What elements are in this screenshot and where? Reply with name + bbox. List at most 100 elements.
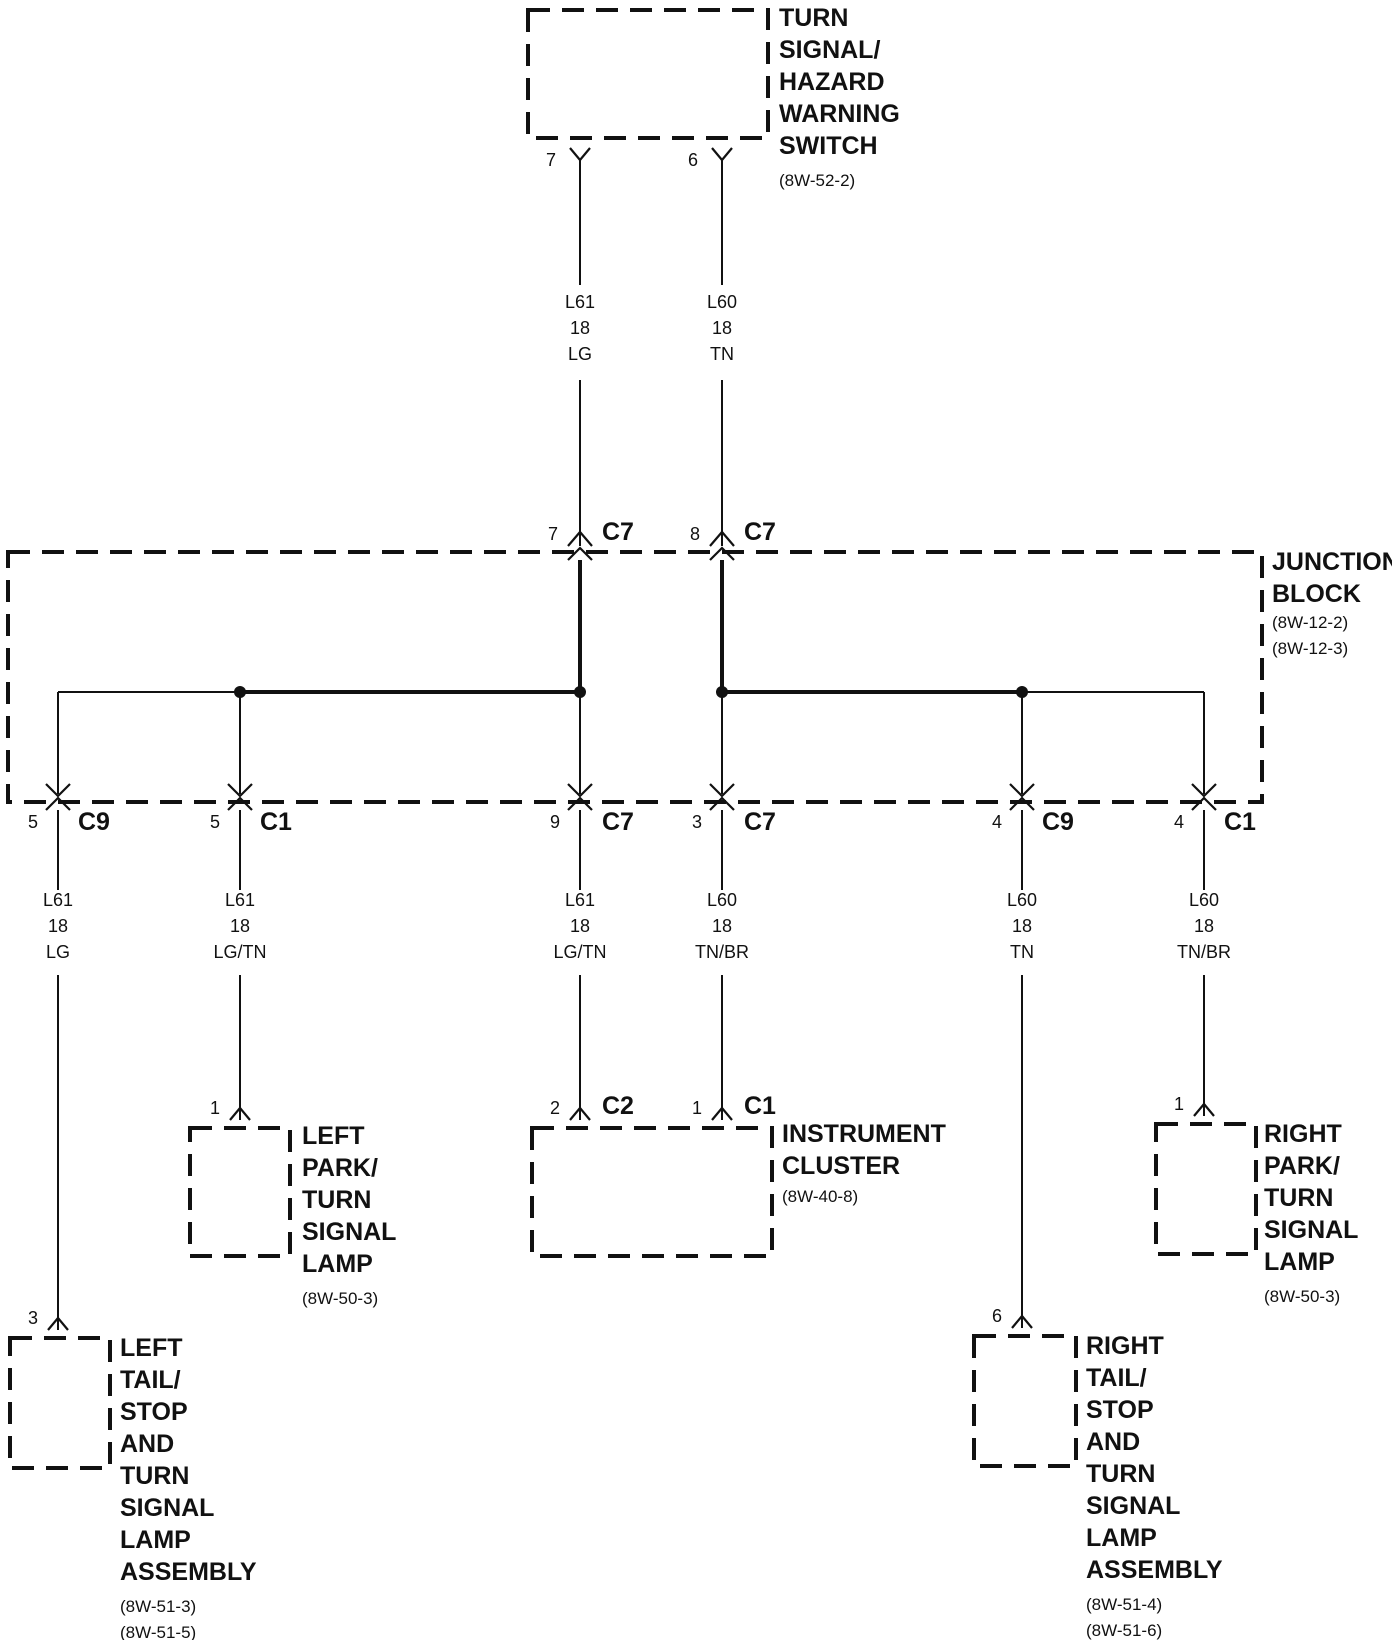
component-name-line: SIGNAL xyxy=(120,1494,214,1522)
component-reference: (8W-51-5) xyxy=(120,1623,196,1640)
component-reference: (8W-12-2) xyxy=(1272,613,1348,632)
connector-symbol xyxy=(709,783,735,798)
pin-number: 3 xyxy=(28,1308,38,1328)
pin-number: 4 xyxy=(992,812,1002,832)
right-tail-lamp-label: RIGHTTAIL/STOPANDTURNSIGNALLAMPASSEMBLY(… xyxy=(1086,1332,1223,1640)
component-name-line: TURN xyxy=(120,1462,189,1490)
component-name-line: SIGNAL xyxy=(1086,1492,1180,1520)
component-name-line: BLOCK xyxy=(1272,580,1361,608)
instrument-cluster-box xyxy=(530,1126,774,1258)
component-name-line: JUNCTION xyxy=(1272,548,1392,576)
connector-name: C9 xyxy=(1042,808,1074,836)
splice-dot xyxy=(716,686,728,698)
connector-symbol xyxy=(227,783,253,798)
pin-number: 3 xyxy=(692,812,702,832)
wire-color: TN xyxy=(710,344,734,364)
component-name-line: LAMP xyxy=(302,1250,373,1278)
wire-gauge: 18 xyxy=(570,916,590,936)
connector-symbol xyxy=(567,796,593,811)
connector-symbol xyxy=(569,1106,591,1121)
connector-symbol xyxy=(567,546,593,561)
wire-color: LG/TN xyxy=(553,942,606,962)
wire-color: TN/BR xyxy=(1177,942,1231,962)
wire-circuit: L60 xyxy=(1007,890,1037,910)
connector-symbol xyxy=(227,796,253,811)
component-name-line: WARNING xyxy=(779,100,900,128)
pin-number: 8 xyxy=(690,524,700,544)
right-tail-lamp-box xyxy=(972,1334,1078,1468)
component-reference: (8W-50-3) xyxy=(302,1289,378,1308)
pin-number: 6 xyxy=(688,150,698,170)
wire-gauge: 18 xyxy=(570,318,590,338)
connector-name: C2 xyxy=(602,1092,634,1120)
component-name-line: PARK/ xyxy=(1264,1152,1340,1180)
connector-symbol xyxy=(229,1106,251,1121)
component-name-line: SIGNAL xyxy=(302,1218,396,1246)
connector-symbol xyxy=(1191,796,1217,811)
wire-gauge: 18 xyxy=(230,916,250,936)
wire-circuit: L61 xyxy=(225,890,255,910)
junction-block-box xyxy=(6,550,1264,804)
component-name-line: ASSEMBLY xyxy=(1086,1556,1223,1584)
junction-block-label: JUNCTION BLOCK (8W-12-2) (8W-12-3) xyxy=(1272,548,1392,658)
component-reference: (8W-51-4) xyxy=(1086,1595,1162,1614)
component-name-line: AND xyxy=(1086,1428,1140,1456)
connector-name: C7 xyxy=(744,518,776,546)
connector-symbol xyxy=(1009,783,1035,798)
component-name-line: RIGHT xyxy=(1264,1120,1342,1148)
wire-gauge: 18 xyxy=(712,318,732,338)
component-name-line: SIGNAL xyxy=(1264,1216,1358,1244)
component-reference: (8W-40-8) xyxy=(782,1187,858,1206)
component-name-line: STOP xyxy=(1086,1396,1154,1424)
connector-name: C1 xyxy=(260,808,292,836)
wire-gauge: 18 xyxy=(1194,916,1214,936)
connector-symbol xyxy=(567,783,593,798)
connector-symbol xyxy=(711,1106,733,1121)
wire-color: TN/BR xyxy=(695,942,749,962)
wire-circuit: L60 xyxy=(707,890,737,910)
left-tail-lamp-label: LEFTTAIL/STOPANDTURNSIGNALLAMPASSEMBLY(8… xyxy=(120,1334,257,1640)
component-name-line: TURN xyxy=(1086,1460,1155,1488)
right-park-lamp-box xyxy=(1154,1122,1258,1256)
pin-number: 6 xyxy=(992,1306,1002,1326)
splice-dot xyxy=(234,686,246,698)
component-reference: (8W-12-3) xyxy=(1272,639,1348,658)
connector-name: C7 xyxy=(744,808,776,836)
component-name-line: LEFT xyxy=(302,1122,365,1150)
connector-name: C9 xyxy=(78,808,110,836)
component-name-line: CLUSTER xyxy=(782,1152,900,1180)
wire-gauge: 18 xyxy=(1012,916,1032,936)
component-name-line: TAIL/ xyxy=(1086,1364,1147,1392)
wire-circuit: L61 xyxy=(43,890,73,910)
component-name-line: ASSEMBLY xyxy=(120,1558,257,1586)
component-reference: (8W-51-3) xyxy=(120,1597,196,1616)
wire-circuit: L61 xyxy=(565,292,595,312)
hazard-switch-box xyxy=(526,8,770,140)
connector-name: C7 xyxy=(602,808,634,836)
pin-number: 2 xyxy=(550,1098,560,1118)
left-park-lamp-box xyxy=(188,1126,292,1258)
component-reference: (8W-50-3) xyxy=(1264,1287,1340,1306)
connector-name: C1 xyxy=(1224,808,1256,836)
component-name-line: STOP xyxy=(120,1398,188,1426)
wire-color: LG xyxy=(46,942,70,962)
wire-gauge: 18 xyxy=(712,916,732,936)
splice-dot xyxy=(574,686,586,698)
component-name-line: HAZARD xyxy=(779,68,885,96)
connector-symbol xyxy=(1191,783,1217,798)
left-tail-lamp-box xyxy=(8,1336,112,1470)
component-name-line: SWITCH xyxy=(779,132,878,160)
pin-number: 5 xyxy=(210,812,220,832)
component-name-line: TAIL/ xyxy=(120,1366,181,1394)
connector-symbol xyxy=(709,796,735,811)
